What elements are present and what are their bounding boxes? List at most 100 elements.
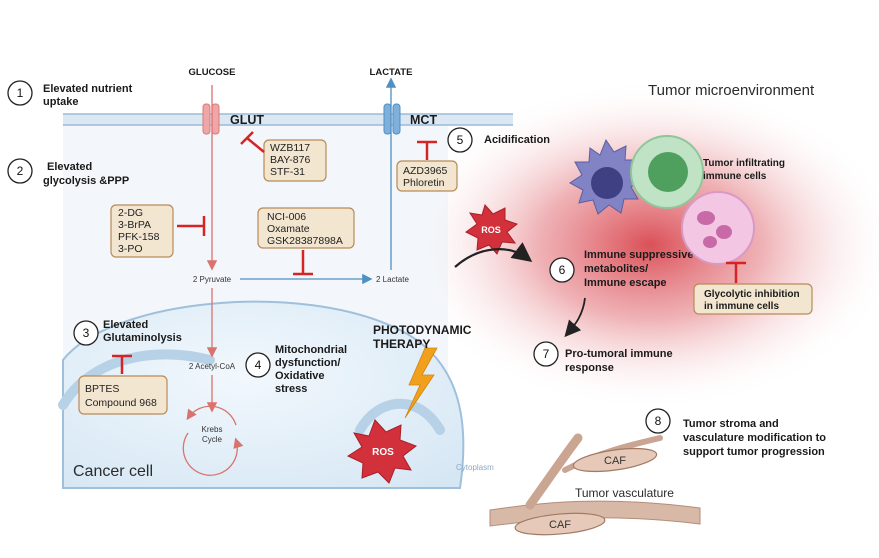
lightning-bolt-icon bbox=[404, 347, 438, 419]
step-4-circle bbox=[245, 352, 271, 378]
inhibitor-oxamate: Oxamate bbox=[267, 223, 310, 235]
step-1-line-2: uptake bbox=[43, 96, 78, 108]
glycolytic-label-2: in immune cells bbox=[704, 301, 779, 312]
step-6-line-2: metabolites/ bbox=[584, 263, 648, 275]
glut-transporter-left bbox=[202, 103, 211, 135]
step-1-line-1: Elevated nutrient bbox=[43, 83, 133, 95]
inhibitor-box-glut bbox=[263, 139, 327, 182]
tumor-microenvironment-glow bbox=[400, 80, 879, 410]
glut-label: GLUT bbox=[230, 113, 264, 127]
caf-label-top: CAF bbox=[604, 455, 626, 467]
mct-label: MCT bbox=[410, 113, 437, 127]
step-5-circle bbox=[447, 127, 473, 153]
step-3-line-2: Glutaminolysis bbox=[103, 332, 182, 344]
step-4-line-4: stress bbox=[275, 383, 307, 395]
ros-label-pdt: ROS bbox=[372, 447, 394, 458]
krebs-label-2: Cycle bbox=[202, 435, 223, 444]
step-8-line-2: vasculature modification to bbox=[683, 432, 826, 444]
step-4-line-1: Mitochondrial bbox=[275, 344, 347, 356]
inhibitor-azd3965: AZD3965 bbox=[403, 165, 448, 177]
inhibition-bar-immune bbox=[726, 261, 746, 283]
krebs-cycle-arrow bbox=[186, 405, 237, 426]
krebs-label-1: Krebs bbox=[202, 425, 223, 434]
step-2-circle bbox=[7, 158, 33, 184]
inhibitor-box-glutaminolysis bbox=[78, 375, 168, 415]
caf-label-bottom: CAF bbox=[549, 519, 571, 531]
inhibitor-bay876: BAY-876 bbox=[270, 154, 310, 166]
inhibitor-stf31: STF-31 bbox=[270, 166, 305, 178]
cytoplasm-label: Cytoplasm bbox=[456, 463, 494, 472]
inhibition-bar-ldh bbox=[293, 250, 313, 276]
step-3-line-1: Elevated bbox=[103, 319, 148, 331]
cancer-cell-label: Cancer cell bbox=[73, 463, 153, 480]
plasma-membrane bbox=[63, 114, 513, 125]
tumor-vasculature-label: Tumor vasculature bbox=[575, 486, 674, 500]
step-8-line-3: support tumor progression bbox=[683, 446, 825, 458]
step-5-line-1: Acidification bbox=[484, 134, 550, 146]
mitochondria-crista bbox=[355, 398, 445, 435]
step-2-line-1: Elevated bbox=[47, 161, 92, 173]
inhibitor-gsk: GSK28387898A bbox=[267, 235, 343, 247]
step-1-circle bbox=[7, 80, 33, 106]
inhibitor-nci006: NCI-006 bbox=[267, 211, 306, 223]
ros-label-tme: ROS bbox=[481, 225, 501, 235]
inhibitor-box-mct bbox=[396, 160, 458, 192]
step-6-circle bbox=[549, 257, 575, 283]
inhibitor-box-glycolysis bbox=[110, 204, 174, 258]
caf-cell-top bbox=[572, 447, 658, 473]
step-4-line-3: Oxidative bbox=[275, 370, 325, 382]
inhibitor-bptes: BPTES bbox=[85, 383, 119, 395]
ros-to-tme-arrow bbox=[454, 242, 533, 268]
step-7-number: 7 bbox=[543, 347, 550, 361]
mitochondria-crista bbox=[58, 349, 215, 410]
step-3-circle bbox=[73, 320, 99, 346]
dendritic-cell-icon bbox=[569, 138, 645, 215]
inhibitor-phloretin: Phloretin bbox=[403, 177, 445, 189]
step-6-number: 6 bbox=[559, 263, 566, 277]
step-5-number: 5 bbox=[457, 133, 464, 147]
step-2-line-2: glycolysis &PPP bbox=[43, 175, 129, 187]
mct-transporter-left bbox=[383, 103, 392, 135]
glycolytic-label-1: Glycolytic inhibition bbox=[704, 289, 800, 300]
ros-burst-tme bbox=[465, 203, 519, 255]
glycolytic-inhibition-box bbox=[693, 283, 813, 315]
inhibitor-3brpa: 3-BrPA bbox=[118, 219, 151, 231]
glut-transporter-right bbox=[211, 103, 220, 135]
lactate-label: LACTATE bbox=[370, 67, 413, 78]
tumor-microenvironment-title: Tumor microenvironment bbox=[648, 82, 815, 99]
inhibitor-wzb117: WZB117 bbox=[270, 142, 310, 154]
step-7-line-2: response bbox=[565, 362, 614, 374]
inhibitor-2dg: 2-DG bbox=[118, 207, 143, 219]
step-8-line-1: Tumor stroma and bbox=[683, 418, 779, 430]
caf-cell-bottom bbox=[514, 512, 606, 536]
pyruvate-label: 2 Pyruvate bbox=[193, 275, 232, 284]
step-8-number: 8 bbox=[655, 414, 662, 428]
step-7-line-1: Pro-tumoral immune bbox=[565, 348, 673, 360]
step-6-line-3: Immune escape bbox=[584, 277, 667, 289]
step-8-circle bbox=[645, 408, 671, 434]
inhibitor-compound968: Compound 968 bbox=[85, 397, 157, 409]
acetyl-coa-label: 2 Acetyl-CoA bbox=[189, 362, 236, 371]
neutrophil-icon bbox=[681, 191, 755, 265]
glucose-label: GLUCOSE bbox=[189, 67, 236, 78]
tumor-infiltrating-label-1: Tumor infiltrating bbox=[703, 158, 785, 169]
tumor-infiltrating-label-2: immune cells bbox=[703, 171, 767, 182]
step-6-line-1: Immune suppressive bbox=[584, 249, 693, 261]
inhibitor-box-ldh bbox=[257, 207, 355, 249]
mct-transporter-right bbox=[392, 103, 401, 135]
photodynamic-label-2: THERAPY bbox=[373, 337, 430, 351]
step-4-number: 4 bbox=[255, 358, 262, 372]
inhibitor-3po: 3-PO bbox=[118, 243, 143, 255]
inhibition-bar-glycolysis bbox=[177, 216, 206, 236]
inhibition-bar-mct bbox=[417, 140, 437, 160]
step-4-line-2: dysfunction/ bbox=[275, 357, 340, 369]
inhibition-bar-glutaminolysis bbox=[112, 354, 132, 374]
inhibitor-pfk158: PFK-158 bbox=[118, 231, 160, 243]
inhibition-bar-glut bbox=[240, 131, 265, 153]
step-3-number: 3 bbox=[83, 326, 90, 340]
step-7-circle bbox=[533, 341, 559, 367]
step-2-number: 2 bbox=[17, 164, 24, 178]
ros-burst-pdt bbox=[346, 419, 418, 484]
